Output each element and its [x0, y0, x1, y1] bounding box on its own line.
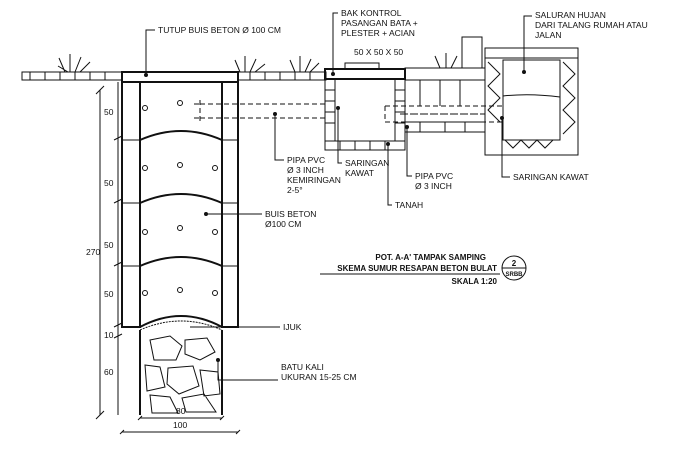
label-saluran-1: SALURAN HUJAN	[535, 10, 606, 20]
dim-seg-4: 50	[104, 289, 114, 299]
label-saringan1-2: KAWAT	[345, 168, 374, 178]
dim-seg-6: 60	[104, 367, 114, 377]
label-pipa1-4: 2-5°	[287, 185, 303, 195]
label-bak-2: PASANGAN BATA +	[341, 18, 418, 28]
concrete-well	[121, 71, 239, 328]
sheet-code: SRBB	[505, 272, 523, 278]
label-tanah: TANAH	[395, 200, 423, 210]
pvc-pipe-1	[194, 100, 325, 122]
dim-outer-width: 100	[173, 420, 187, 430]
dimension-lines	[95, 82, 241, 435]
label-saluran-2: DARI TALANG RUMAH ATAU	[535, 20, 648, 30]
label-batu-2: UKURAN 15-25 CM	[281, 372, 357, 382]
label-bak-1: BAK KONTROL	[341, 8, 402, 18]
dim-total: 270	[86, 247, 100, 257]
title-line-1: POT. A-A' TAMPAK SAMPING	[375, 253, 486, 262]
label-ijuk: IJUK	[283, 322, 302, 332]
ground-surface	[21, 67, 486, 81]
title-block: POT. A-A' TAMPAK SAMPING SKEMA SUMUR RES…	[320, 253, 527, 286]
label-saluran-3: JALAN	[535, 30, 561, 40]
label-pipa2-2: Ø 3 INCH	[415, 181, 452, 191]
title-line-2: SKEMA SUMUR RESAPAN BETON BULAT	[337, 264, 497, 273]
pvc-pipe-2	[384, 79, 505, 133]
control-box	[324, 62, 406, 151]
label-pipa1-1: PIPA PVC	[287, 155, 325, 165]
leader-dots	[144, 70, 526, 362]
ijuk-layer	[139, 315, 223, 331]
title-scale: SKALA 1:20	[452, 277, 498, 286]
label-saringan2: SARINGAN KAWAT	[513, 172, 589, 182]
label-bak-3: PLESTER + ACIAN	[341, 28, 415, 38]
label-pipa2-1: PIPA PVC	[415, 171, 453, 181]
grass-icons	[57, 53, 458, 73]
label-buis-2: Ø100 CM	[265, 219, 301, 229]
leader-lines	[145, 12, 532, 381]
label-tutup: TUTUP BUIS BETON Ø 100 CM	[158, 25, 281, 35]
dim-seg-5: 10	[104, 330, 114, 340]
label-saringan1-1: SARINGAN	[345, 158, 389, 168]
drain-inlet-box	[461, 36, 579, 156]
dim-seg-1: 50	[104, 107, 114, 117]
dim-seg-2: 50	[104, 178, 114, 188]
label-pipa1-2: Ø 3 INCH	[287, 165, 324, 175]
label-pipa1-3: KEMIRINGAN	[287, 175, 341, 185]
dim-seg-3: 50	[104, 240, 114, 250]
river-stone-bed	[139, 330, 223, 415]
dim-inner-width: 80	[176, 406, 186, 416]
sheet-number: 2	[512, 259, 517, 268]
label-buis-1: BUIS BETON	[265, 209, 316, 219]
label-batu-1: BATU KALI	[281, 362, 324, 372]
label-bak-size: 50 X 50 X 50	[354, 47, 403, 57]
